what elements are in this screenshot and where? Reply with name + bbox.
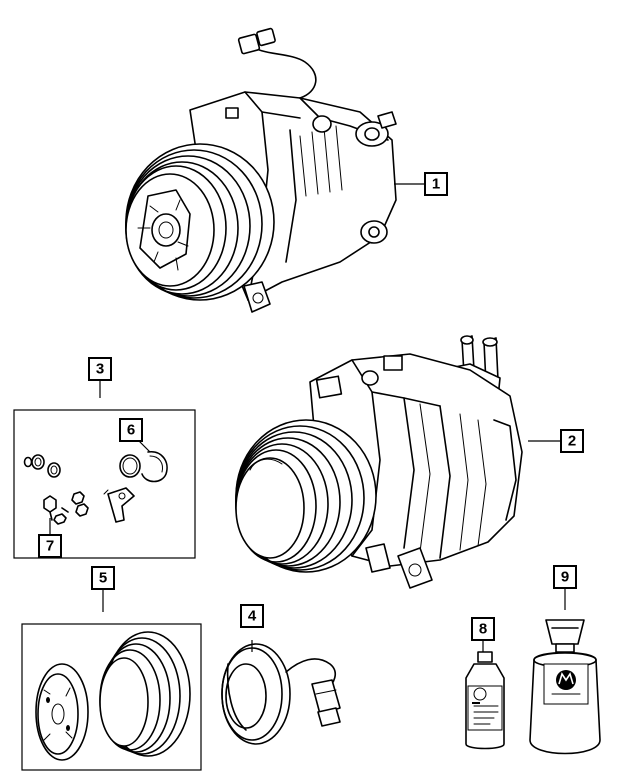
compressor-assembly-upper[interactable] xyxy=(125,27,397,313)
mopar-logo-icon xyxy=(556,670,576,690)
callout-label: 3 xyxy=(96,361,104,378)
bolt-nut-set[interactable] xyxy=(43,491,89,525)
callout-label: 7 xyxy=(46,538,54,555)
callout-label: 2 xyxy=(568,433,576,450)
callout-label: 5 xyxy=(99,570,107,587)
callout-3: 3 xyxy=(88,357,112,381)
callout-9: 9 xyxy=(553,565,577,589)
callout-5: 5 xyxy=(91,566,115,590)
snap-ring[interactable] xyxy=(119,451,168,483)
callout-8: 8 xyxy=(471,617,495,641)
callout-label: 9 xyxy=(561,569,569,586)
clutch-coil[interactable] xyxy=(221,643,341,745)
callout-7: 7 xyxy=(38,534,62,558)
oil-bottle[interactable] xyxy=(465,651,505,750)
callout-label: 1 xyxy=(432,176,440,193)
callout-6: 6 xyxy=(119,418,143,442)
clutch-kit-frame xyxy=(21,623,202,771)
callout-4: 4 xyxy=(240,604,264,628)
callout-label: 4 xyxy=(248,608,257,625)
seal-kit-frame xyxy=(13,409,196,559)
compressor-assembly-lower[interactable] xyxy=(235,335,523,589)
seal-kit[interactable] xyxy=(13,409,196,559)
clutch-kit[interactable] xyxy=(21,623,202,771)
callout-label: 8 xyxy=(479,621,487,638)
callout-label: 6 xyxy=(127,422,135,439)
callout-2: 2 xyxy=(560,429,584,453)
refrigerant-canister[interactable] xyxy=(529,619,601,755)
callout-1: 1 xyxy=(424,172,448,196)
